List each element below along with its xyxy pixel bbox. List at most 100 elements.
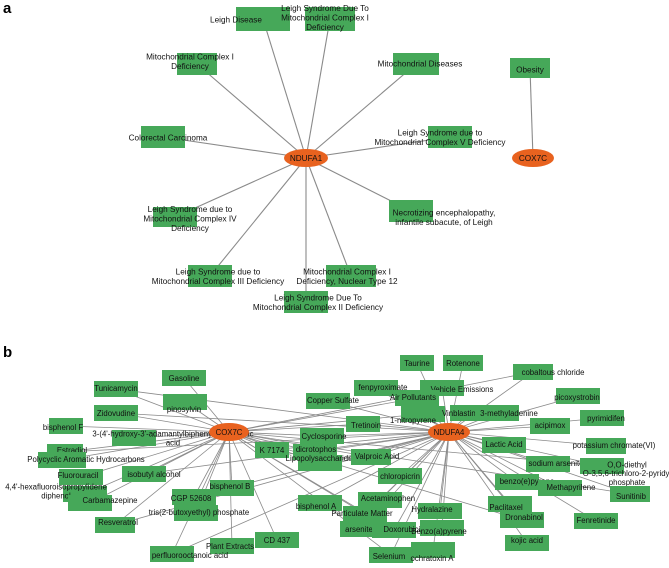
term-node-necrotizing-encephalopathy-infantile-sub <box>389 200 433 222</box>
chemical-node-isobutyl-alcohol <box>122 466 166 482</box>
node-label-selenium: Selenium <box>373 552 406 561</box>
chemical-node-kojic-acid <box>505 535 549 551</box>
node-label-leigh-disease: Leigh Disease <box>210 15 262 24</box>
panel-b-label: b <box>3 344 12 361</box>
term-node-leigh-syndrome-due-to-mitochondrial-comp <box>305 7 355 31</box>
node-label-3-4-hydroxy-3-adamantylbiphenyl-4-yl-acr: 3-(4'-hydroxy-3'-adamantylbiphenyl-4-yl)… <box>92 430 253 448</box>
edge-cox7c-1-nitropyrene <box>228 413 424 433</box>
chemical-node-pinosylvin <box>163 394 207 410</box>
node-label-resveratrol: Resveratrol <box>98 518 138 527</box>
node-label-bisphenol-b: bisphenol B <box>210 482 251 491</box>
edge-ndufa1-colorectal-carcinoma <box>162 136 307 159</box>
node-label-1-nitropyrene: 1-nitropyrene <box>390 416 436 425</box>
gene-node-b-ndufa4 <box>428 423 470 441</box>
edge-cox7c-4-4-hexafluoroisopropylidene-diphenol <box>84 431 230 495</box>
chemical-node-benzo-e-pyrene <box>495 474 539 490</box>
chemical-node-chloropicrin <box>378 468 422 484</box>
node-label-arsenite: arsenite <box>345 525 373 534</box>
node-label-fluorouracil: Fluorouracil <box>58 471 99 480</box>
edge-ndufa4-potassium-chromate-vi <box>448 431 607 447</box>
node-label-methapyrilene: Methapyrilene <box>547 483 596 492</box>
chemical-node-3-4-hydroxy-3-adamantylbiphenyl-4-yl-acr <box>112 430 156 446</box>
edge-cox7c-resveratrol <box>114 431 230 526</box>
node-label-cox7c: COX7C <box>519 154 547 163</box>
chemical-node-cgp-52608 <box>172 489 216 505</box>
edge-ndufa1-leigh-syndrome-due-to-mitochondrial-comp <box>305 136 451 159</box>
node-label-cox7c: COX7C <box>216 428 243 437</box>
chemical-node-pyrimidifen <box>580 410 624 426</box>
node-label-kojic-acid: kojic acid <box>511 536 543 545</box>
chemical-node-1-nitropyrene <box>401 406 445 422</box>
panel-a-label: a <box>3 0 12 17</box>
chemical-node-methapyrilene <box>538 480 582 496</box>
edge-ndufa1-mitochondrial-complex-i-deficiency-nucle <box>305 157 352 277</box>
node-label-zidovudine: Zidovudine <box>97 409 135 418</box>
chemical-node-acetaminophen <box>358 492 402 508</box>
node-label-benzo-a-pyrene: Benzo(a)pyrene <box>411 527 466 536</box>
node-label-dronabinol: Dronabinol <box>505 513 543 522</box>
chemical-node-carbamazepine <box>68 495 112 511</box>
node-label-copper-sulfate: Copper Sulfate <box>307 396 359 405</box>
chemical-node-bisphenol-a <box>298 495 342 511</box>
edge-cox7c-bisphenol-f <box>65 425 230 433</box>
gene-node-b-cox7c <box>209 423 249 441</box>
chemical-node-taurine <box>400 355 434 371</box>
edge-ndufa4-methapyrilene <box>448 431 561 489</box>
edge-ndufa1-mitochondrial-complex-i-deficiency <box>196 63 307 159</box>
node-label-air-pollutants: Air Pollutants <box>390 393 436 402</box>
node-label-carbamazepine: Carbamazepine <box>82 496 137 505</box>
chemical-node-picoxystrobin <box>556 388 600 404</box>
term-node-leigh-syndrome-due-to-mitochondrial-comp <box>188 265 232 287</box>
node-label-gasoline: Gasoline <box>169 374 200 383</box>
node-label-plant-extracts: Plant Extracts <box>206 542 254 551</box>
node-label-polycyclic-aromatic-hydrocarbons: Polycyclic Aromatic Hydrocarbons <box>27 455 145 464</box>
edge-ndufa4-benzo-e-pyrene <box>448 431 518 483</box>
node-label-tris-2-butoxyethyl-phosphate: tris(2-butoxyethyl) phosphate <box>149 508 250 517</box>
edge-cox7c-cgp-52608 <box>193 431 230 498</box>
node-label-necrotizing-encephalopathy-infantile-sub: Necrotizing encephalopathy,infantile sub… <box>393 209 496 228</box>
chemical-node-gasoline <box>162 370 206 386</box>
chemical-node-potassium-chromate-vi <box>586 438 626 454</box>
node-label-tunicamycin: Tunicamycin <box>94 384 137 393</box>
node-label-cd-437: CD 437 <box>264 536 290 545</box>
chemical-node-3-methyladenine <box>475 405 519 421</box>
edge-ndufa4-bisphenol-a <box>319 431 450 504</box>
node-label-picoxystrobin: picoxystrobin <box>554 393 600 402</box>
node-label-doxorubicin: Doxorubicin <box>383 525 424 534</box>
chemical-node-fenpyroximate <box>354 380 398 396</box>
node-label-fenretinide: Fenretinide <box>576 516 615 525</box>
node-label-tretinoin: Tretinoin <box>351 421 381 430</box>
chemical-node-sodium-arsenite <box>526 456 570 472</box>
node-label-paclitaxel: Paclitaxel <box>489 503 523 512</box>
node-label-taurine: Taurine <box>404 359 430 368</box>
chemical-node-plant-extracts <box>210 538 254 554</box>
chemical-node-air-pollutants <box>395 390 439 406</box>
node-label-vinblastine: Vinblastine <box>442 409 480 418</box>
node-label-isobutyl-alcohol: isobutyl alcohol <box>127 470 181 479</box>
chemical-node-tunicamycin <box>94 381 138 397</box>
node-label-ndufa4: NDUFA4 <box>434 428 465 437</box>
chemical-node-selenium <box>369 547 413 563</box>
chemical-node-resveratrol <box>95 517 135 533</box>
term-node-leigh-disease <box>236 7 290 31</box>
node-label-pyrimidifen: pyrimidifen <box>587 414 625 423</box>
panel-b-network: TunicamycinGasolinepinosylvinZidovudineb… <box>5 355 669 563</box>
node-label-chloropicrin: chloropicrin <box>380 472 420 481</box>
gene-node-cox7c <box>512 149 554 167</box>
node-label-perfluorooctanoic-acid: perfluorooctanoic acid <box>152 551 228 560</box>
node-label-valproic-acid: Valproic Acid <box>355 452 400 461</box>
node-label-acetaminophen: Acetaminophen <box>361 494 415 503</box>
chemical-node-particulate-matter <box>343 506 387 522</box>
node-label-colorectal-carcinoma: Colorectal Carcinoma <box>129 133 208 142</box>
chemical-node-acipimox <box>530 418 570 434</box>
node-label-bisphenol-f: bisphenol F <box>43 423 84 432</box>
edge-ndufa1-leigh-syndrome-due-to-mitochondrial-comp <box>305 18 331 159</box>
node-label-lipopolysaccharides: Lipopolysaccharides <box>286 454 357 463</box>
chemical-node-doxorubicin <box>372 522 416 538</box>
node-label-vehicle-emissions: Vehicle Emissions <box>431 385 494 394</box>
